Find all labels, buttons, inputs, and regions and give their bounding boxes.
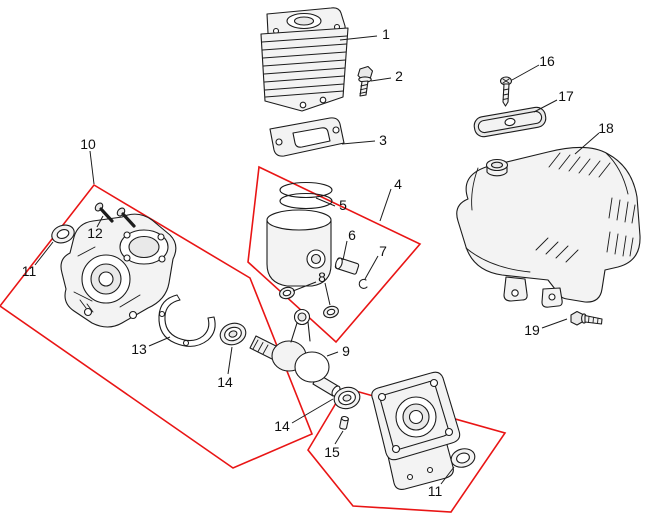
part-label-5: 5 (339, 197, 347, 213)
part-label-9: 9 (342, 343, 350, 359)
group-outline-crankcase-10 (0, 183, 314, 469)
part-dowel-pin (339, 415, 349, 430)
part-label-11a: 11 (22, 263, 37, 279)
part-label-6: 6 (348, 227, 356, 243)
leader-19 (541, 318, 568, 329)
vent-slots-right (606, 197, 636, 257)
leader-16 (511, 64, 540, 81)
part-washer-b (323, 305, 339, 319)
leader-lines (34, 35, 600, 485)
leader-13 (148, 336, 171, 347)
leader-12 (96, 215, 104, 228)
part-label-17: 17 (558, 88, 574, 104)
part-piston-pin (334, 257, 360, 275)
part-label-18: 18 (598, 120, 614, 136)
leader-3 (341, 140, 376, 145)
part-label-4: 4 (394, 176, 402, 192)
leader-18 (574, 132, 600, 155)
fuel-cap (485, 158, 509, 177)
leader-8b (324, 282, 331, 306)
vent-slots-center (535, 237, 579, 263)
part-label-15: 15 (324, 444, 340, 460)
leader-6 (342, 240, 348, 261)
part-label-11b: 11 (428, 483, 443, 499)
group-outline-crankcase-right (307, 387, 507, 513)
part-bearing-left (219, 322, 247, 346)
leader-14b (291, 398, 334, 424)
leader-15 (334, 430, 344, 445)
part-case-bolts (94, 202, 136, 228)
part-cylinder (260, 7, 349, 112)
part-label-14b: 14 (274, 418, 290, 434)
leader-4 (379, 188, 392, 222)
leader-5 (315, 197, 336, 207)
part-label-2: 2 (395, 68, 403, 84)
part-engine-cover (456, 146, 641, 308)
leader-10 (89, 150, 95, 185)
leader-9 (326, 351, 339, 357)
leader-11b (440, 466, 455, 485)
cylinder-stud (299, 101, 307, 109)
part-label-14a: 14 (217, 374, 233, 390)
part-piston (266, 209, 332, 287)
part-label-16: 16 (539, 53, 555, 69)
part-crankcase-right (371, 371, 461, 490)
leader-1 (339, 35, 378, 41)
part-bearing-right (333, 386, 361, 410)
leader-14a (227, 346, 233, 375)
part-label-1: 1 (382, 26, 390, 42)
part-oil-seal-left (51, 224, 75, 244)
part-label-12: 12 (87, 225, 103, 241)
part-labels: 1 2 3 4 5 6 7 8 9 10 11 12 13 14 14 15 1… (22, 26, 614, 499)
leader-11a (34, 241, 54, 266)
leader-7 (364, 255, 379, 280)
group-outline-piston-kit-4 (247, 165, 422, 344)
part-label-3: 3 (379, 132, 387, 148)
part-pin-clip (358, 278, 368, 289)
part-label-19: 19 (524, 322, 540, 338)
part-crankcase-left (60, 213, 177, 328)
part-label-7: 7 (379, 243, 387, 259)
part-bolt-2 (357, 65, 374, 97)
part-label-10: 10 (80, 136, 96, 152)
part-piston-rings (279, 181, 333, 210)
leader-8a (292, 281, 317, 292)
leader-17 (533, 99, 558, 113)
part-label-8: 8 (318, 269, 326, 285)
part-plate-17 (473, 106, 547, 138)
cylinder-stud (319, 96, 327, 104)
part-oil-seal-right (450, 448, 476, 468)
part-bolt-19 (570, 310, 603, 326)
part-gasket-cylinder (269, 117, 345, 157)
part-crankshaft (249, 308, 341, 397)
vent-slots-top (548, 152, 611, 178)
part-label-13: 13 (131, 341, 147, 357)
leader-2 (370, 77, 392, 82)
part-screw-16 (499, 76, 513, 107)
part-crankcase-gasket (158, 294, 216, 347)
part-washer-a (279, 286, 295, 300)
